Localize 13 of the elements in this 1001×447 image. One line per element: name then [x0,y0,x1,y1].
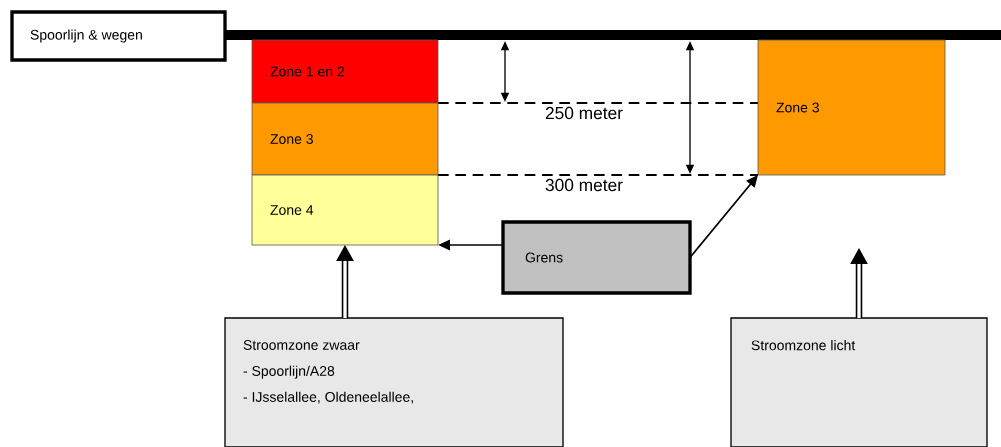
zone-box: Zone 4 [251,174,439,246]
distance-label: 300 meter [542,176,626,194]
text-box: Stroomzone zwaar - Spoorlijn/A28 - IJsselallee, Oldeneelallee, [224,317,564,447]
label-box: Spoorlijn & wegen [10,10,227,62]
text-box: Stroomzone licht [730,317,988,447]
zone-box: Zone 3 [251,102,439,176]
zone-box: Zone 3 [757,39,946,176]
arrow [336,245,354,318]
distance-label: 250 meter [542,104,626,122]
zone-box: Zone 1 en 2 [251,39,439,104]
process-box: Grens [501,220,692,295]
arrow [689,175,758,259]
arrow [850,248,868,318]
